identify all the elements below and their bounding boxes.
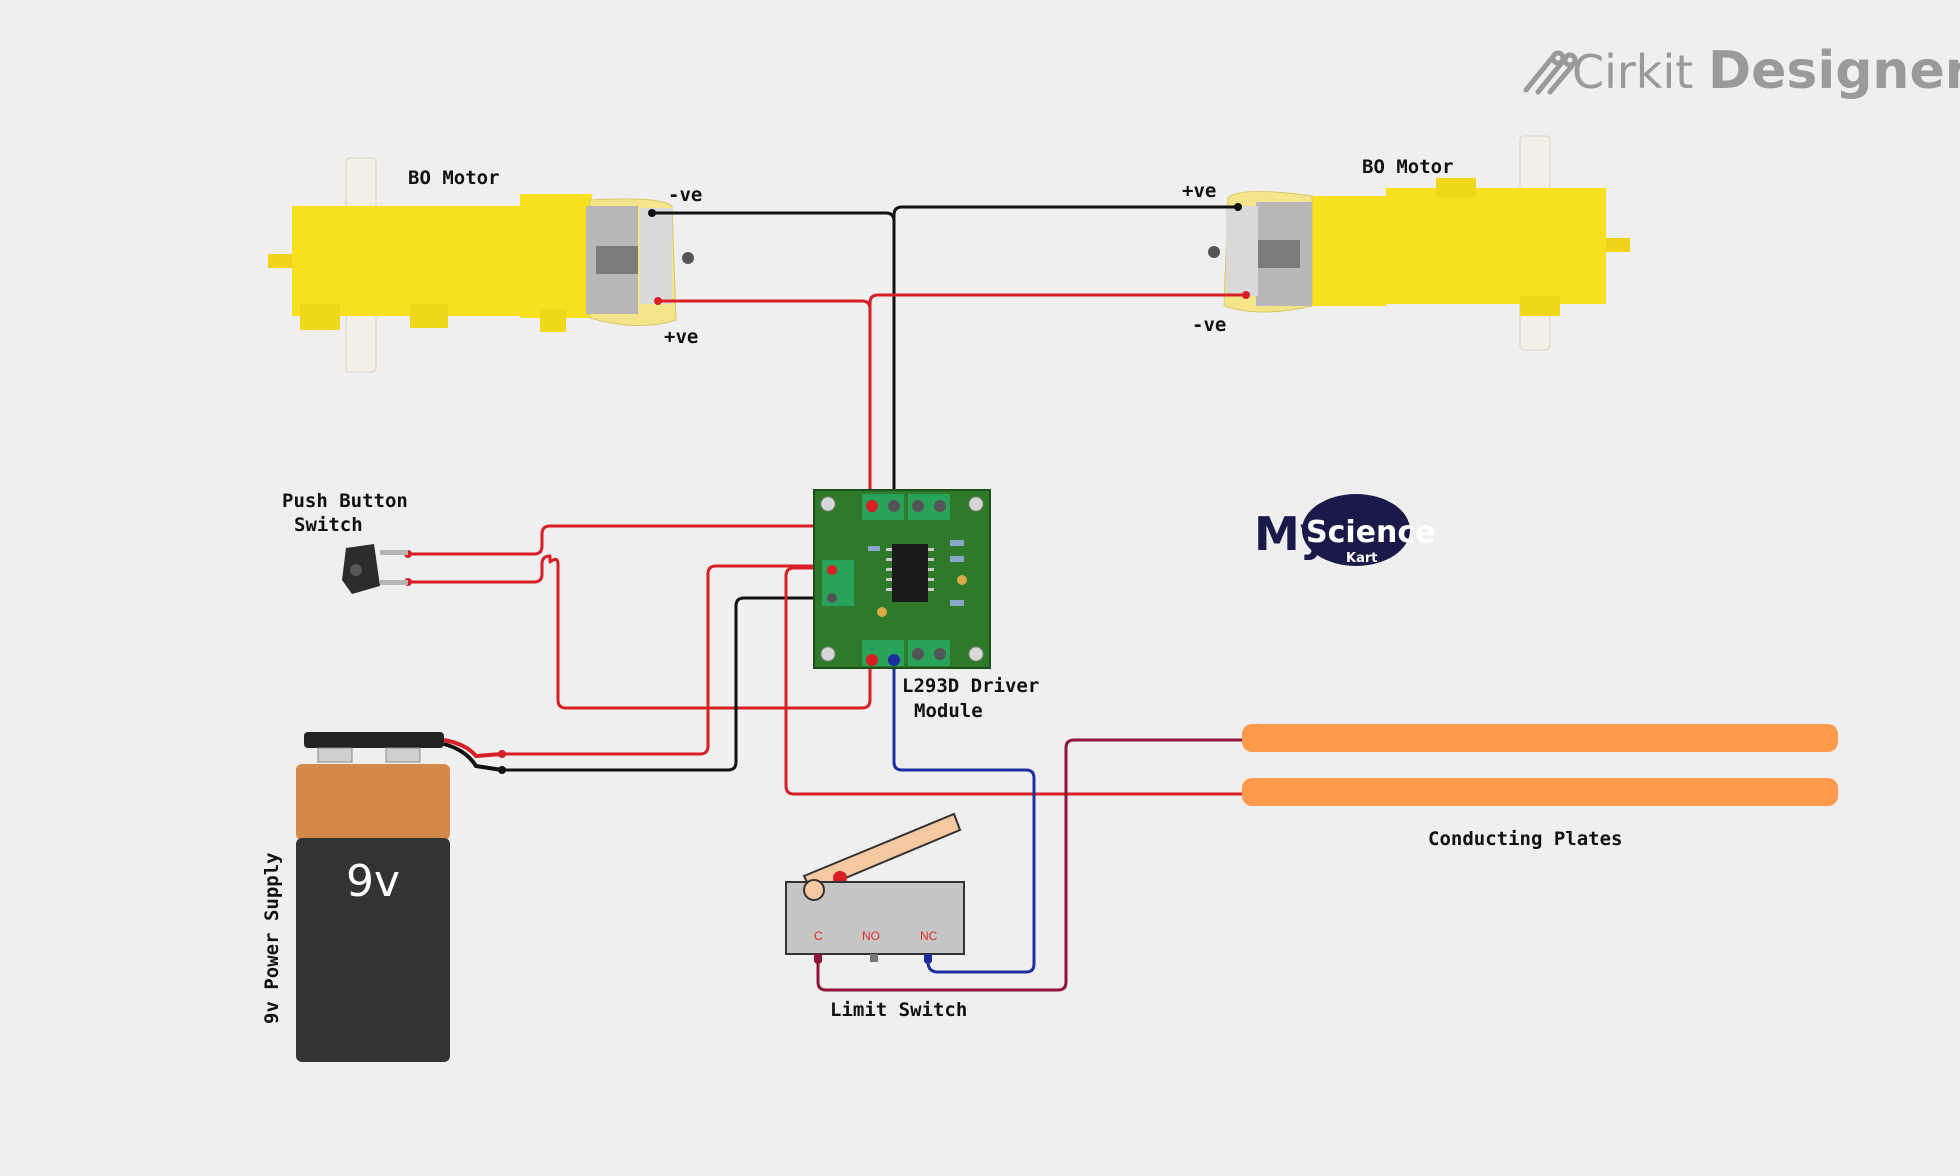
wire-battery-neg: [502, 596, 832, 772]
logo-word-science: Science: [1306, 515, 1436, 550]
conducting-plates: [1242, 724, 1838, 806]
motor-right-pos-label: +ve: [1182, 180, 1216, 202]
battery-9v: [296, 732, 503, 1062]
wire-limit-nc: [892, 660, 1036, 974]
wire-plate-2: [784, 566, 1252, 796]
cirkit-designer-logo: Cirkit Designer: [1523, 41, 1960, 101]
push-button-label-line1: Push Button: [282, 490, 408, 512]
push-button-label-line2: Switch: [294, 514, 363, 536]
wire-battery-pos: [502, 564, 832, 756]
brand-word-cirkit: Cirkit: [1572, 45, 1693, 99]
motor-right-label: BO Motor: [1362, 156, 1454, 178]
limit-switch-label: Limit Switch: [830, 999, 967, 1021]
wire-button-2: [408, 554, 872, 710]
switch-pin-c: C: [814, 929, 823, 943]
motor-left-neg-label: -ve: [668, 184, 702, 206]
wire-button-1: [408, 524, 834, 566]
l293d-driver-module: [813, 489, 991, 669]
logo-word-kart: Kart: [1346, 551, 1377, 566]
push-button-switch: [342, 544, 408, 594]
driver-label-line2: Module: [914, 700, 983, 722]
motor-left-label: BO Motor: [408, 167, 500, 189]
power-supply-label: 9v Power Supply: [261, 852, 283, 1024]
limit-switch: C NO NC: [785, 812, 965, 964]
motor-left-pos-label: +ve: [664, 326, 698, 348]
wire-limit-c: [816, 738, 1252, 992]
wire-right-neg: [868, 293, 1246, 500]
switch-pin-no: NO: [862, 929, 880, 943]
driver-label-line1: L293D Driver: [902, 675, 1039, 697]
bo-motor-left: [268, 157, 694, 373]
myscience-kart-logo: My Science Kart: [1254, 494, 1436, 566]
motor-right-neg-label: -ve: [1192, 314, 1226, 336]
plates-label: Conducting Plates: [1428, 828, 1622, 850]
wire-right-pos: [892, 205, 1238, 500]
logo-word-my: My: [1254, 507, 1330, 561]
battery-text: 9v: [346, 856, 400, 907]
switch-pin-nc: NC: [920, 929, 938, 943]
cirkit-logo-icon: [1523, 50, 1578, 95]
brand-word-designer: Designer: [1708, 41, 1960, 101]
bo-motor-right: [1208, 135, 1630, 351]
